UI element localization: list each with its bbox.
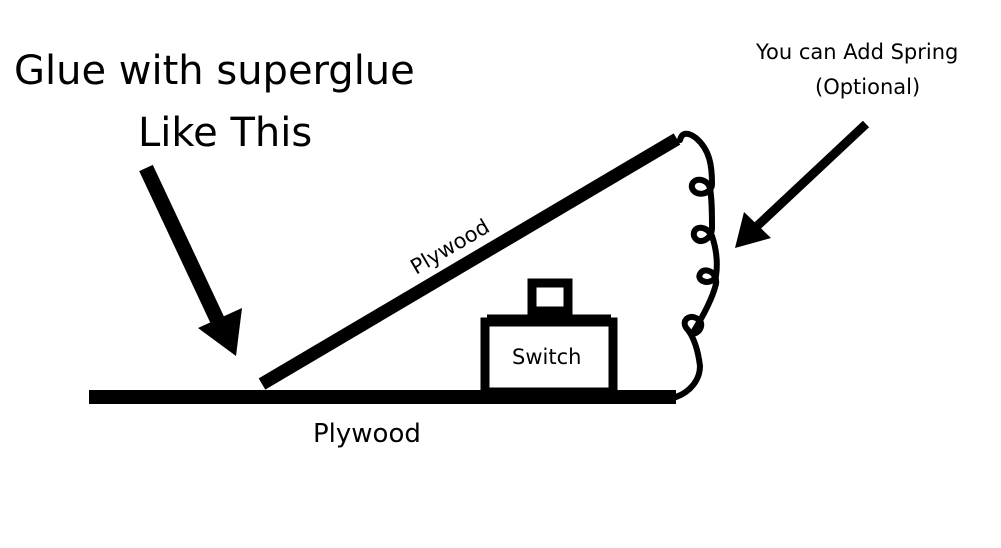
glue-instruction-line1: Glue with superglue [14,48,415,94]
glue-pointer-arrow [139,164,242,356]
spring-coil [673,130,720,400]
spring-note-line1: You can Add Spring [755,40,958,64]
switch-label: Switch [512,345,581,369]
spring-pointer-arrow [735,120,870,248]
angled-plywood-board [258,133,681,390]
glue-instruction-line2: Like This [138,110,312,156]
base-board-label: Plywood [313,419,421,449]
switch: Switch [480,278,618,397]
switch-button [527,278,573,316]
spring-note-line2: (Optional) [815,75,920,99]
